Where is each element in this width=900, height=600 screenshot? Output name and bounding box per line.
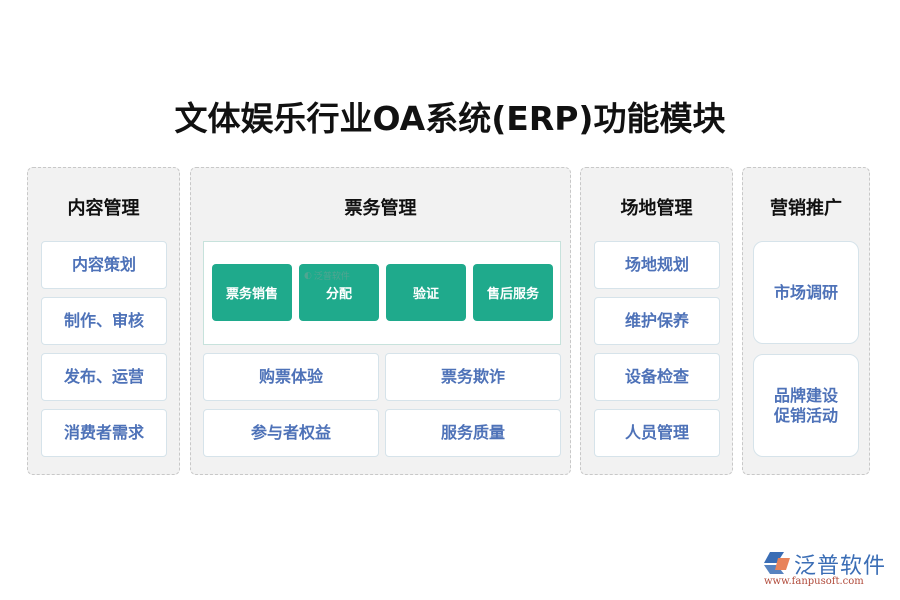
module-item[interactable]: 市场调研 xyxy=(753,241,859,344)
panel-venue-management: 场地管理 场地规划 维护保养 设备检查 人员管理 xyxy=(580,167,733,475)
module-item[interactable]: 消费者需求 xyxy=(41,409,167,457)
module-item[interactable]: 设备检查 xyxy=(594,353,720,401)
watermark: ◐ 泛普软件 xyxy=(304,270,350,283)
panel-title: 票务管理 xyxy=(344,198,417,219)
module-item[interactable]: 维护保养 xyxy=(594,297,720,345)
ticket-core-item[interactable]: 验证 xyxy=(386,264,466,321)
module-item[interactable]: 购票体验 xyxy=(203,353,379,401)
module-item[interactable]: 服务质量 xyxy=(385,409,561,457)
module-item[interactable]: 场地规划 xyxy=(594,241,720,289)
module-item[interactable]: 发布、运营 xyxy=(41,353,167,401)
panel-title: 营销推广 xyxy=(770,198,842,219)
fanpu-logo-icon xyxy=(764,552,790,574)
ticket-core-item[interactable]: 票务销售 xyxy=(212,264,292,321)
module-item[interactable]: 内容策划 xyxy=(41,241,167,289)
module-item[interactable]: 品牌建设 促销活动 xyxy=(753,354,859,457)
logo-url: www.fanpusoft.com xyxy=(764,576,864,587)
module-item[interactable]: 制作、审核 xyxy=(41,297,167,345)
brand-logo: 泛普软件 www.fanpusoft.com xyxy=(762,548,890,588)
module-item[interactable]: 人员管理 xyxy=(594,409,720,457)
panel-content-management: 内容管理 内容策划 制作、审核 发布、运营 消费者需求 xyxy=(27,167,180,475)
module-item[interactable]: 参与者权益 xyxy=(203,409,379,457)
logo-name: 泛普软件 xyxy=(794,554,887,579)
ticket-core-box: 票务销售 分配 验证 售后服务 ◐ 泛普软件 xyxy=(203,241,561,345)
panel-title: 内容管理 xyxy=(67,198,140,219)
panel-title: 场地管理 xyxy=(620,198,693,219)
module-item[interactable]: 票务欺诈 xyxy=(385,353,561,401)
ticket-core-item[interactable]: 分配 xyxy=(299,264,379,321)
watermark-logo-icon: ◐ xyxy=(304,270,312,281)
ticket-core-item[interactable]: 售后服务 xyxy=(473,264,553,321)
panel-marketing: 营销推广 市场调研 品牌建设 促销活动 xyxy=(742,167,870,475)
panel-ticket-management: 票务管理 票务销售 分配 验证 售后服务 ◐ 泛普软件 购票体验 票务欺诈 参与… xyxy=(190,167,571,475)
page-title: 文体娱乐行业OA系统(ERP)功能模块 xyxy=(174,99,726,138)
